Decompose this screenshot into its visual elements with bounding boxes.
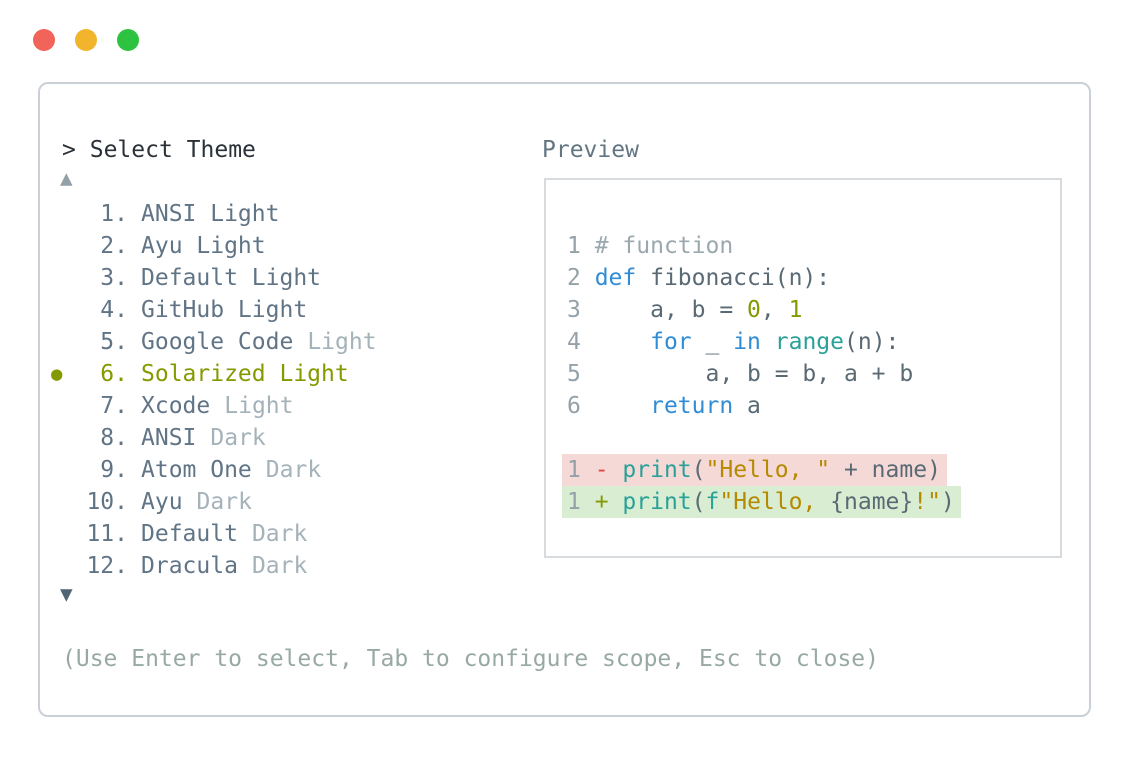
option-suffix: Dark bbox=[210, 425, 266, 451]
dialog-title-row: > Select Theme bbox=[62, 134, 256, 166]
close-window-icon[interactable] bbox=[33, 29, 55, 51]
option-suffix: Light bbox=[307, 329, 377, 355]
theme-list: 1. ANSI Light 2. Ayu Light 3. Default Light… bbox=[40, 198, 510, 582]
option-name: Default Light bbox=[141, 265, 322, 291]
theme-option-7[interactable]: 7. Xcode Light bbox=[40, 390, 510, 422]
option-name: Xcode bbox=[141, 393, 211, 419]
scroll-up-icon[interactable]: ▲ bbox=[60, 166, 73, 190]
option-name: Solarized Light bbox=[141, 361, 349, 387]
option-suffix: Dark bbox=[251, 553, 308, 579]
theme-option-6-selected[interactable]: ● 6. Solarized Light bbox=[40, 358, 510, 390]
code-line bbox=[567, 422, 961, 454]
option-number: 1. bbox=[100, 201, 128, 227]
theme-option-3[interactable]: 3. Default Light bbox=[40, 262, 510, 294]
option-number: 6. bbox=[100, 361, 128, 387]
option-number: 11. bbox=[86, 521, 128, 547]
code-line: 5 a, b = b, a + b bbox=[567, 361, 914, 387]
option-name: Google Code bbox=[141, 329, 294, 355]
option-name: GitHub Light bbox=[141, 297, 308, 323]
option-name: Default bbox=[141, 521, 238, 547]
code-line: 2 def fibonacci(n): bbox=[567, 265, 831, 291]
theme-option-10[interactable]: 10. Ayu Dark bbox=[40, 486, 510, 518]
option-name: Atom One bbox=[141, 457, 252, 483]
selected-bullet-icon: ● bbox=[51, 363, 63, 385]
option-number: 3. bbox=[100, 265, 128, 291]
option-name: Ayu Light bbox=[141, 233, 266, 259]
code-line-added: 1 + print(f"Hello, {name}!") bbox=[562, 486, 961, 518]
prompt-chevron-icon: > bbox=[62, 137, 76, 163]
theme-picker-dialog: > Select Theme Preview ▲ 1. ANSI Light 2.… bbox=[38, 82, 1091, 717]
code-line-removed: 1 - print("Hello, " + name) bbox=[562, 454, 961, 486]
code-line: 1 # function bbox=[567, 233, 734, 259]
option-number: 2. bbox=[100, 233, 128, 259]
option-number: 4. bbox=[100, 297, 128, 323]
option-suffix: Light bbox=[224, 393, 294, 419]
theme-option-12[interactable]: 12. Dracula Dark bbox=[40, 550, 510, 582]
theme-option-2[interactable]: 2. Ayu Light bbox=[40, 230, 510, 262]
theme-option-9[interactable]: 9. Atom One Dark bbox=[40, 454, 510, 486]
option-name: Dracula bbox=[141, 553, 238, 579]
code-preview: 1 # function 2 def fibonacci(n): 3 a, b = … bbox=[562, 230, 961, 518]
preview-pane-label: Preview bbox=[542, 137, 639, 163]
code-line: 3 a, b = 0, 1 bbox=[567, 297, 803, 323]
maximize-window-icon[interactable] bbox=[117, 29, 139, 51]
scroll-down-icon[interactable]: ▼ bbox=[60, 582, 73, 606]
option-name: ANSI bbox=[141, 425, 197, 451]
theme-option-4[interactable]: 4. GitHub Light bbox=[40, 294, 510, 326]
theme-option-1[interactable]: 1. ANSI Light bbox=[40, 198, 510, 230]
dialog-title: Select Theme bbox=[89, 137, 256, 163]
option-suffix: Dark bbox=[196, 489, 252, 515]
window-controls bbox=[33, 29, 139, 51]
option-number: 9. bbox=[100, 457, 128, 483]
code-line: 4 for _ in range(n): bbox=[567, 329, 900, 355]
preview-pane: 1 # function 2 def fibonacci(n): 3 a, b = … bbox=[544, 178, 1062, 558]
option-number: 8. bbox=[100, 425, 128, 451]
keyboard-hint: (Use Enter to select, Tab to configure s… bbox=[62, 646, 879, 672]
option-suffix: Dark bbox=[265, 457, 322, 483]
theme-option-5[interactable]: 5. Google Code Light bbox=[40, 326, 510, 358]
theme-option-8[interactable]: 8. ANSI Dark bbox=[40, 422, 510, 454]
option-name: ANSI Light bbox=[141, 201, 280, 227]
code-line: 6 return a bbox=[567, 393, 761, 419]
option-suffix: Dark bbox=[251, 521, 308, 547]
theme-option-11[interactable]: 11. Default Dark bbox=[40, 518, 510, 550]
option-number: 12. bbox=[86, 553, 128, 579]
option-number: 5. bbox=[100, 329, 128, 355]
option-number: 10. bbox=[86, 489, 128, 515]
option-number: 7. bbox=[100, 393, 128, 419]
option-name: Ayu bbox=[141, 489, 183, 515]
minimize-window-icon[interactable] bbox=[75, 29, 97, 51]
